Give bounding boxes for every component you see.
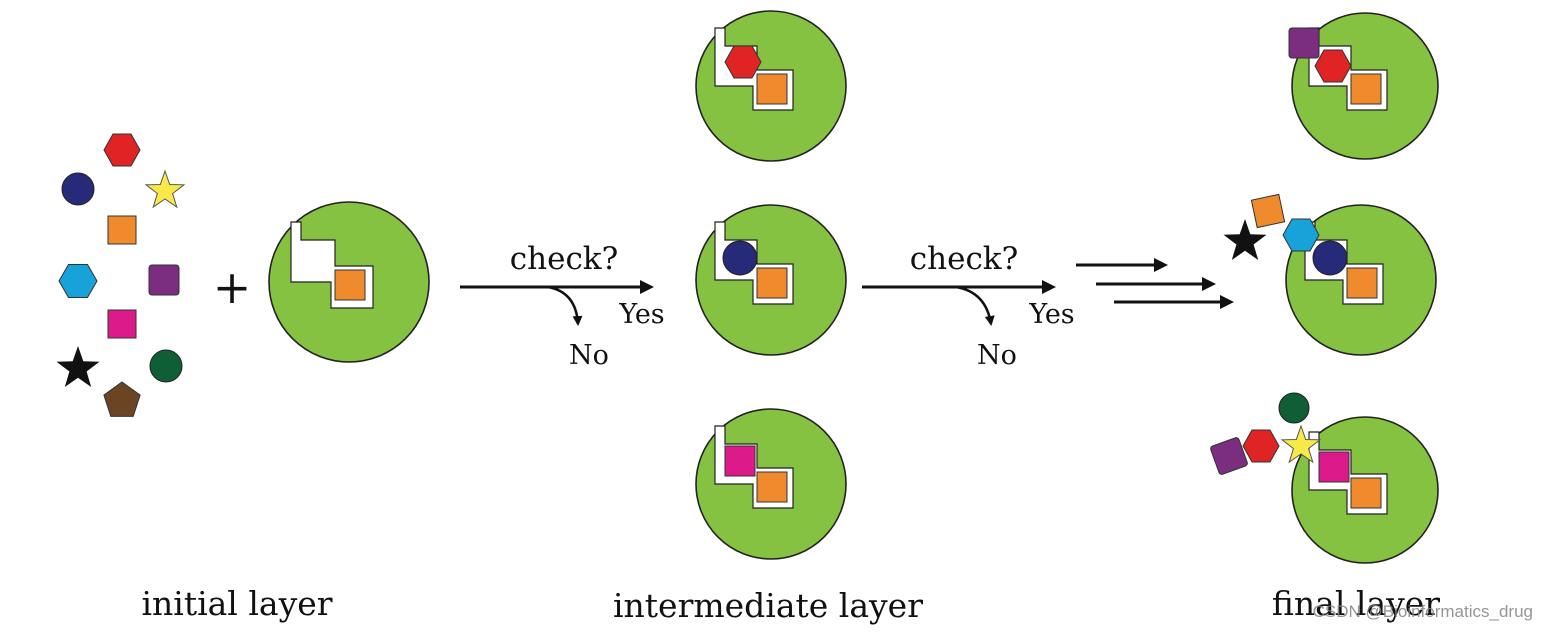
intermediate-pocket-top [695,10,847,162]
watermark: CSDN @Bioinformatics_drug [1312,602,1533,621]
no-label-1: No [569,340,609,371]
plus-sign: + [213,260,252,314]
navy-circle-fragment [722,240,758,276]
intermediate-pocket-bottom [695,408,847,560]
fragment-library [56,133,186,417]
purple-square-fragment [1288,27,1320,59]
magenta-square-fragment [1318,451,1350,483]
brown-pentagon-fragment [103,381,141,417]
check-arrow-2 [862,280,1056,326]
check-label-2: check? [910,241,1018,277]
black-star-fragment [1223,219,1267,260]
final-pocket-top [1288,12,1439,160]
yellow-star-fragment [144,169,186,209]
black-star-fragment [56,346,100,387]
dark-green-circle-fragment [1278,392,1310,424]
magenta-square-fragment [724,445,756,477]
dark-green-circle-fragment [149,349,183,383]
caption-final-layer: final layer [1272,584,1440,623]
yes-label-1: Yes [618,299,664,330]
initial-pocket [268,201,430,363]
orange-square-fragment [107,215,137,245]
purple-square-fragment [1210,437,1248,475]
purple-square-fragment [148,264,180,296]
red-hexagon-fragment [724,45,762,79]
caption-initial-layer: initial layer [141,584,332,623]
yes-label-2: Yes [1028,299,1074,330]
cyan-hexagon-fragment [58,264,98,298]
orange-square-fragment [1250,193,1286,229]
no-label-2: No [977,340,1017,371]
intermediate-pocket-middle [695,204,847,356]
yellow-star-fragment [1280,424,1322,464]
final-pocket-bottom [1210,392,1439,564]
caption-intermediate-layer: intermediate layer [613,586,923,625]
red-hexagon-fragment [103,133,141,167]
navy-circle-fragment [61,172,95,206]
check-arrow-1 [460,280,654,326]
navy-circle-fragment [1312,240,1348,276]
magenta-square-fragment [107,309,137,339]
cyan-hexagon-fragment [1282,218,1320,252]
check-label-1: check? [510,241,618,277]
red-hexagon-fragment [1314,49,1352,83]
multi-step-arrows [1076,258,1234,309]
final-pocket-middle [1223,193,1437,356]
seed-orange-square [334,269,366,301]
red-hexagon-fragment [1242,429,1280,463]
